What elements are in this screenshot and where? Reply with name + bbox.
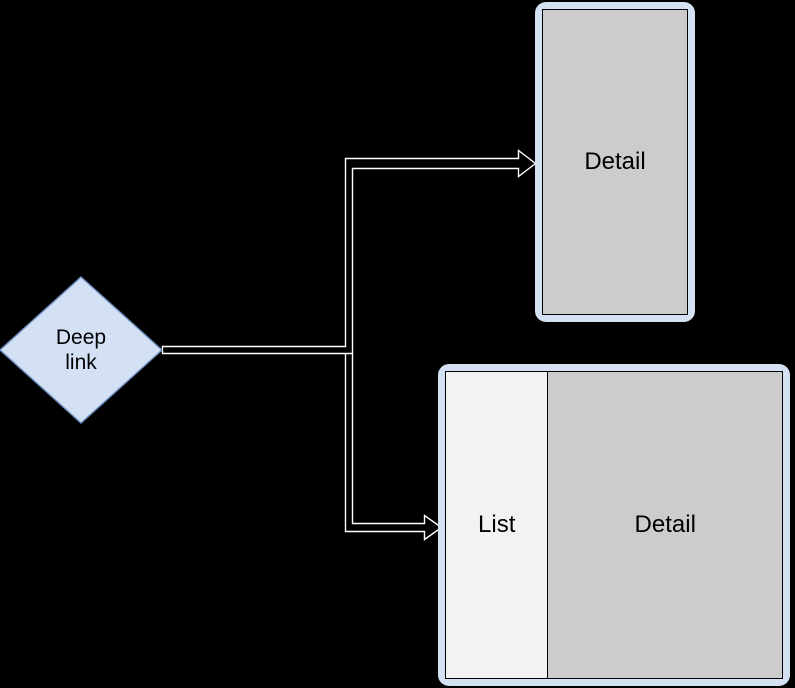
- detail-screen-inner: Detail: [542, 9, 688, 315]
- edge-deep-link-to-detail: [161, 149, 537, 355]
- diamond-shape: [0, 276, 163, 424]
- list-detail-screen-inner: List Detail: [445, 371, 783, 679]
- detail-screen-detail-pane: Detail: [543, 10, 687, 314]
- node-deep-link[interactable]: Deep link: [0, 276, 163, 424]
- list-detail-screen-detail-pane: Detail: [548, 372, 782, 678]
- list-detail-screen-list-pane: List: [446, 372, 549, 678]
- node-list-detail-screen[interactable]: List Detail: [438, 364, 790, 686]
- node-detail-screen[interactable]: Detail: [535, 2, 695, 322]
- edge-deep-link-to-list-detail: [344, 353, 443, 541]
